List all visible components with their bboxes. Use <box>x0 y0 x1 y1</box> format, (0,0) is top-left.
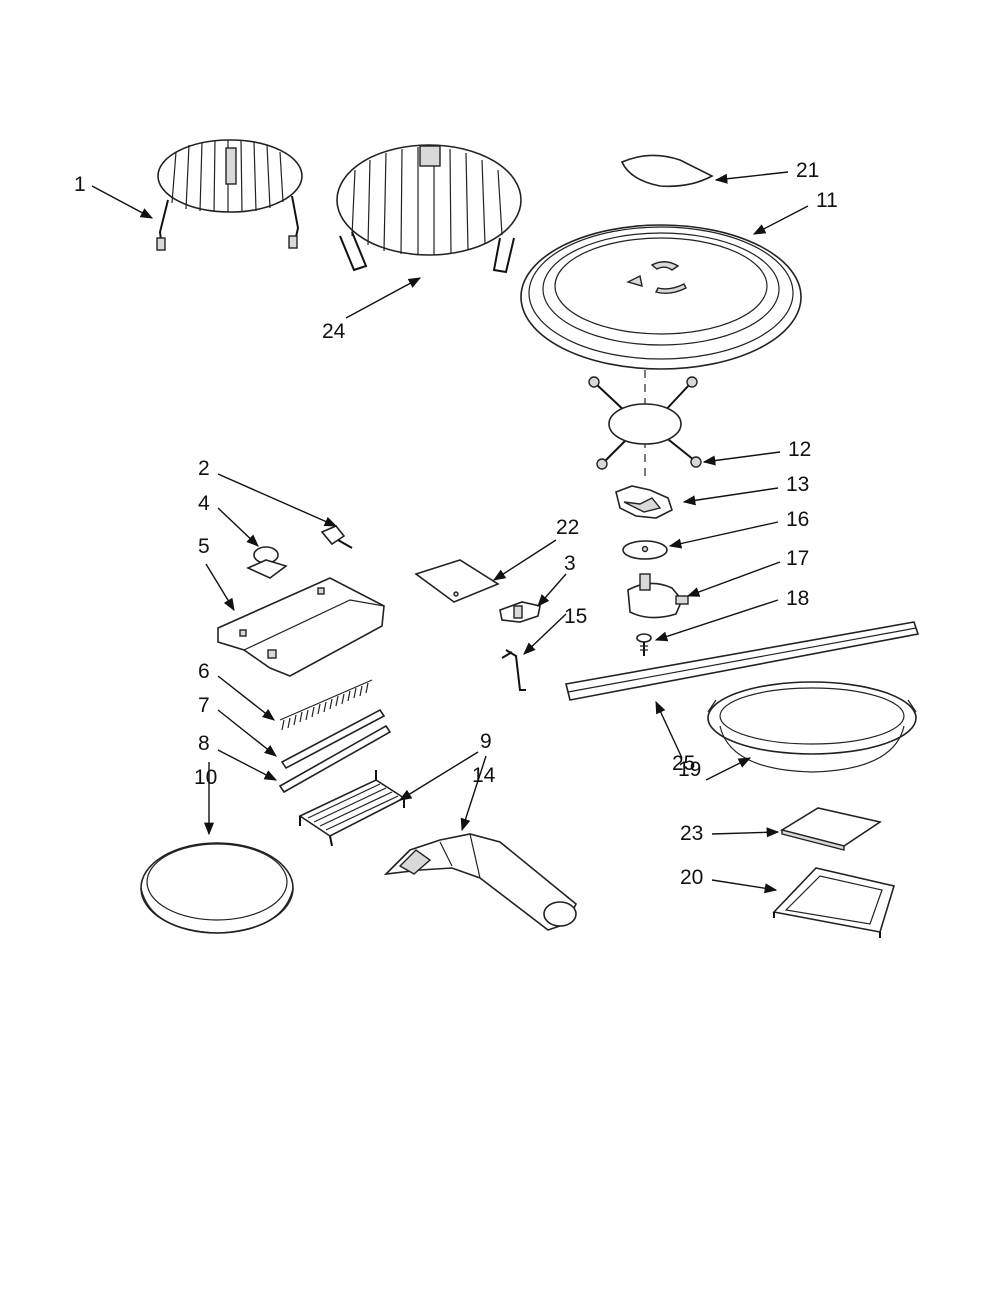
callout-7: 7 <box>198 694 210 717</box>
callout-22: 22 <box>556 516 579 539</box>
part-18-screw <box>636 633 652 656</box>
callout-2: 2 <box>198 457 210 480</box>
callout-18: 18 <box>786 587 809 610</box>
part-22-plate <box>414 559 500 603</box>
part-15-hook <box>501 649 526 691</box>
part-1-small-rack <box>156 139 303 251</box>
part-11-turntable <box>520 224 802 370</box>
callout-13: 13 <box>786 473 809 496</box>
callout-5: 5 <box>198 535 210 558</box>
callout-23: 23 <box>680 822 703 845</box>
part-10-crisper-pan <box>140 842 294 934</box>
part-14-fan-duct <box>383 833 578 931</box>
callout-12: 12 <box>788 438 811 461</box>
part-9-grill-rack <box>298 770 406 847</box>
callout-15: 15 <box>564 605 587 628</box>
part-8-heater-element <box>278 724 392 794</box>
part-4-thermostat <box>246 546 288 579</box>
callout-19: 19 <box>678 758 701 781</box>
part-21-film <box>620 154 714 188</box>
callout-20: 20 <box>680 866 703 889</box>
part-5-heater-cover <box>217 577 385 677</box>
part-13-coupler <box>615 485 673 519</box>
callout-8: 8 <box>198 732 210 755</box>
callout-11: 11 <box>816 189 838 212</box>
callout-9: 9 <box>480 730 492 753</box>
part-20-frame <box>772 867 896 938</box>
callout-25: 25 <box>672 752 695 775</box>
part-12-roller-guide <box>588 370 702 482</box>
part-19-bowl <box>707 681 917 773</box>
part-23-pad <box>779 807 882 851</box>
callout-14: 14 <box>472 764 496 787</box>
callout-10: 10 <box>194 766 217 789</box>
callout-16: 16 <box>786 508 809 531</box>
callout-3: 3 <box>564 552 576 575</box>
part-16-washer <box>622 540 668 560</box>
part-6-heater-coil <box>279 679 373 731</box>
leader-lines <box>91 171 809 894</box>
callout-1: 1 <box>74 173 86 196</box>
part-25-trim-strip <box>565 621 920 701</box>
part-3-latch <box>499 601 541 623</box>
part-17-motor <box>627 573 689 619</box>
callout-21: 21 <box>796 159 819 182</box>
part-2-thermal-fuse <box>320 525 353 549</box>
callout-17: 17 <box>786 547 809 570</box>
callout-4: 4 <box>198 492 210 515</box>
part-7-heater-element <box>280 708 386 770</box>
callout-6: 6 <box>198 660 210 683</box>
callout-24: 24 <box>322 320 346 343</box>
part-24-large-rack <box>336 144 522 274</box>
callouts: 1 2 3 4 5 6 7 8 9 10 11 12 13 14 15 16 1… <box>74 159 838 889</box>
